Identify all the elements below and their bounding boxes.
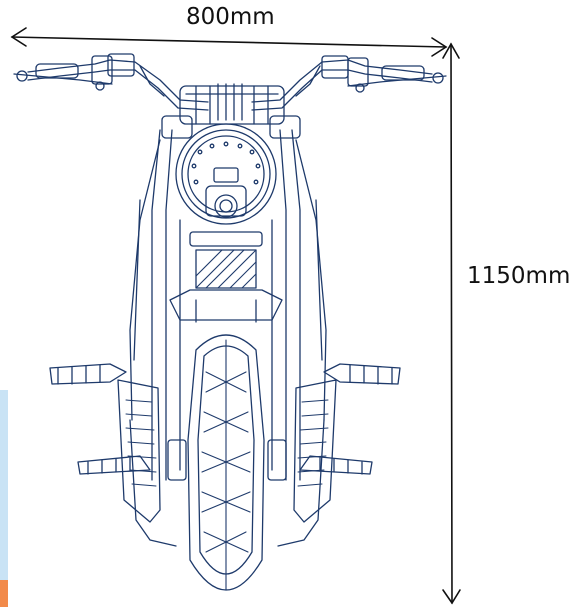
motorcycle-drawing [13,53,447,591]
height-arrow-bottom [442,589,461,605]
width-arrow-right [431,37,448,57]
width-dimension-line [11,36,447,48]
hatch-lines [195,249,257,289]
width-dimension-label: 800mm [186,4,275,30]
width-arrow-left [10,27,27,47]
height-dimension-line [450,43,453,604]
headlight-dots [191,141,261,185]
tire-tread [201,339,251,591]
watermark-edge [0,390,8,607]
height-dimension-label: 1150mm [467,263,571,289]
height-arrow-top [442,42,460,59]
